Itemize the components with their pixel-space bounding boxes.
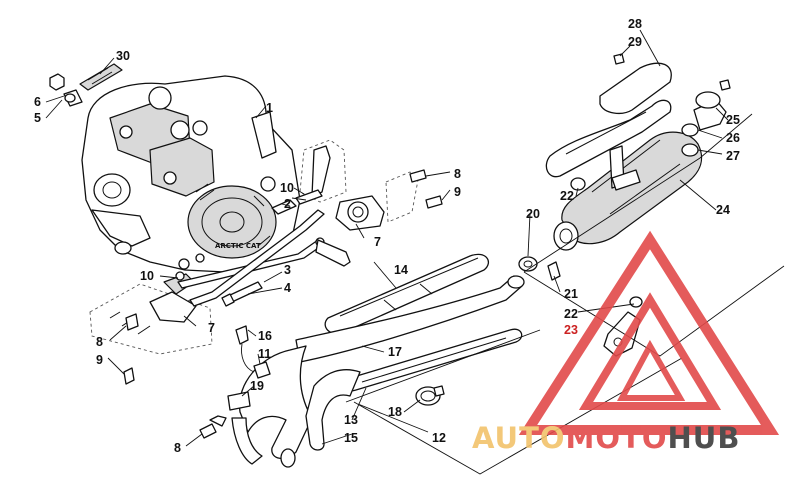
engine-cover-brand: ARCTIC CAT — [215, 242, 261, 250]
grommet-22-upper — [570, 177, 586, 191]
callout-23: 23 — [564, 323, 578, 337]
callout-8-middle: 8 — [96, 335, 103, 349]
watermark-text-moto: MOTO — [566, 421, 668, 455]
callout-8-upper: 8 — [454, 167, 461, 181]
decal-30 — [79, 63, 123, 91]
callout-15: 15 — [344, 431, 358, 445]
spacer-5 — [63, 89, 83, 107]
stay-rod-4 — [189, 209, 325, 307]
callout-6: 6 — [34, 95, 41, 109]
callout-28: 28 — [628, 17, 642, 31]
callout-7-upper: 7 — [374, 235, 381, 249]
bolt-9-upper — [425, 195, 443, 209]
watermark-logo — [518, 230, 780, 435]
lower-bracket-7 — [89, 273, 213, 355]
watermark-text-auto: AUTO — [472, 421, 566, 455]
callout-25: 25 — [726, 113, 740, 127]
callout-4: 4 — [284, 281, 291, 295]
screw-29 — [613, 53, 625, 65]
callout-17: 17 — [388, 345, 402, 359]
gasket-19 — [227, 391, 251, 411]
callout-18: 18 — [388, 405, 402, 419]
callout-13: 13 — [344, 413, 358, 427]
callout-30: 30 — [116, 49, 130, 63]
gasket-26 — [681, 123, 699, 137]
watermark-text: AUTOMOTOHUB — [472, 421, 740, 455]
spring-21 — [547, 261, 561, 281]
engine-assembly: ARCTIC CAT — [81, 75, 301, 273]
bracket-23 — [603, 311, 641, 357]
callout-2: 2 — [284, 197, 291, 211]
spark-arrestor-27 — [681, 143, 699, 157]
callout-8-bottom: 8 — [174, 441, 181, 455]
callout-22-lower: 22 — [564, 307, 578, 321]
callout-22-upper: 22 — [560, 189, 574, 203]
callout-20: 20 — [526, 207, 540, 221]
watermark-text-hub: HUB — [668, 421, 741, 455]
bolt-9-lower — [123, 367, 135, 385]
screw-25 — [719, 79, 731, 91]
callout-11: 11 — [258, 347, 271, 361]
callout-9-lower: 9 — [96, 353, 103, 367]
tailpipe-25 — [693, 91, 727, 131]
muffler-shield-28 — [545, 99, 672, 178]
callout-12: 12 — [432, 431, 446, 445]
callout-5: 5 — [34, 111, 41, 125]
shield-upper-28 — [599, 62, 672, 115]
callout-26: 26 — [726, 131, 740, 145]
grommet-22-lower — [629, 296, 643, 308]
bolt-10-lower — [175, 271, 185, 281]
watermark: AUTOMOTOHUB — [472, 230, 780, 455]
bolt-4-lower — [221, 281, 263, 307]
clamp-18 — [415, 385, 445, 406]
callout-7-lower: 7 — [208, 321, 215, 335]
callout-10-lower: 10 — [140, 269, 154, 283]
callout-3: 3 — [284, 263, 291, 277]
callout-16: 16 — [258, 329, 272, 343]
front-head-pipe-17 — [295, 275, 525, 363]
bolt-8-lower — [125, 313, 139, 331]
long-bolt-upper — [315, 239, 351, 267]
callout-labels: 1 2 3 4 5 6 7 7 8 8 8 9 9 10 10 11 12 13… — [34, 17, 740, 455]
callout-14: 14 — [394, 263, 408, 277]
y-pipe-15 — [305, 369, 361, 451]
muffler-24 — [553, 131, 703, 251]
bolt-8-upper — [409, 169, 427, 183]
callout-19: 19 — [250, 379, 264, 393]
upper-bracket-7 — [299, 139, 419, 231]
bolt-8-bottom — [199, 415, 227, 439]
bracket-strap-24 — [609, 145, 641, 191]
headpipe-group-outline — [345, 329, 683, 475]
callout-27: 27 — [726, 149, 740, 163]
callout-1: 1 — [266, 101, 273, 115]
bolt-6 — [49, 73, 65, 91]
callout-9-upper: 9 — [454, 185, 461, 199]
bolt-10-upper — [295, 189, 323, 205]
callout-24: 24 — [716, 203, 730, 217]
callout-21: 21 — [564, 287, 578, 301]
muffler-group-outline — [523, 113, 785, 357]
callout-10-upper: 10 — [280, 181, 294, 195]
callout-29: 29 — [628, 35, 642, 49]
leader-lines — [45, 29, 729, 447]
heat-shield-14 — [324, 253, 489, 335]
o2-sensor-11 — [235, 325, 271, 379]
bolt-2 — [271, 199, 297, 215]
